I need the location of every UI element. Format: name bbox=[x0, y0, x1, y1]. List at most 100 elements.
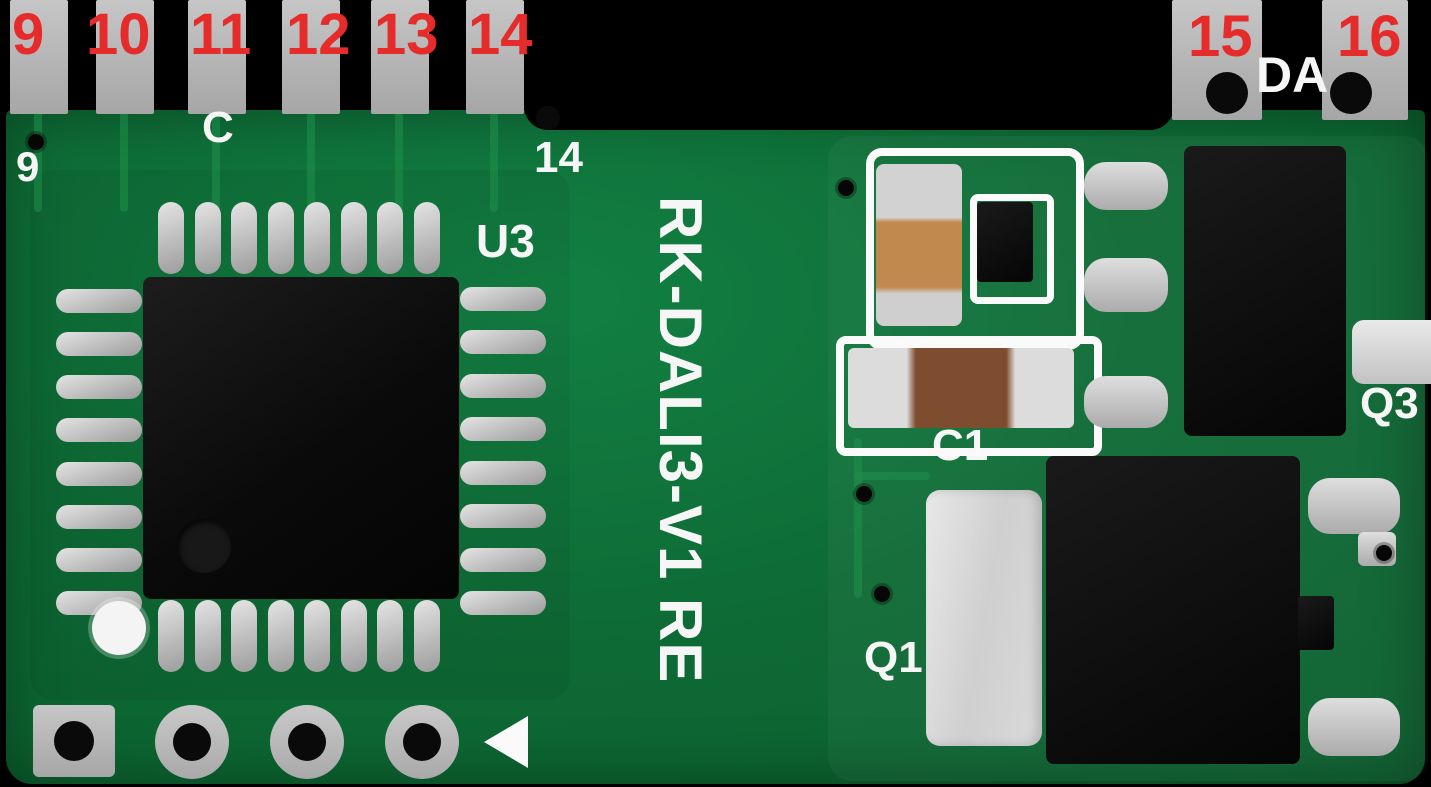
silkscreen-u3-label: U3 bbox=[476, 215, 535, 267]
ic-u3-body bbox=[143, 277, 459, 599]
solder-pad bbox=[1084, 258, 1168, 312]
ic-pin bbox=[56, 504, 142, 529]
ic-pin bbox=[460, 547, 546, 572]
board-edge-cutout bbox=[524, 0, 1174, 130]
edge-solder-pad bbox=[1352, 320, 1431, 384]
bottom-pad-hole bbox=[54, 721, 94, 761]
ic-pin-column-left bbox=[56, 289, 142, 615]
bottom-pad-hole bbox=[288, 723, 326, 761]
transistor-q3-body bbox=[1184, 146, 1346, 436]
ic-pin bbox=[413, 202, 440, 274]
pin-number-label-10: 10 bbox=[86, 2, 151, 67]
ic-pin bbox=[194, 600, 221, 672]
silkscreen-c-label: C bbox=[202, 103, 234, 152]
smd-chip-component bbox=[977, 202, 1033, 282]
ic-pin bbox=[231, 202, 258, 274]
pcb-trace bbox=[212, 112, 220, 212]
ic-pin-row-top bbox=[158, 202, 440, 274]
solder-pad bbox=[1084, 162, 1168, 210]
ic-pin-row-bottom bbox=[158, 600, 440, 672]
via-hole bbox=[856, 486, 872, 502]
ic-pin bbox=[158, 600, 184, 672]
ic-pin bbox=[340, 600, 367, 672]
ic-pin bbox=[231, 600, 258, 672]
ic-pin bbox=[460, 373, 546, 398]
component-lead-tab bbox=[1298, 596, 1334, 650]
ic-pin bbox=[340, 202, 367, 274]
ic-pin bbox=[377, 600, 404, 672]
ic-pin bbox=[460, 287, 546, 311]
ic-pin bbox=[377, 202, 404, 274]
ic-pin bbox=[267, 202, 294, 274]
pcb-trace bbox=[854, 472, 930, 480]
capacitor-tan-body bbox=[876, 164, 962, 326]
pin-number-label-14: 14 bbox=[468, 2, 533, 67]
edge-pad-10 bbox=[96, 0, 154, 114]
pad-16-drill-hole bbox=[1330, 72, 1372, 114]
ic-pin bbox=[460, 504, 546, 529]
ic-pin bbox=[460, 330, 546, 355]
via-hole bbox=[1376, 545, 1392, 561]
ic-pin bbox=[56, 289, 142, 313]
edge-pad-11 bbox=[188, 0, 246, 114]
bottom-pad-hole bbox=[173, 723, 211, 761]
ic-pin bbox=[56, 418, 142, 443]
bottom-pad-hole bbox=[403, 723, 441, 761]
edge-pad-13 bbox=[371, 0, 429, 114]
ic-pin bbox=[460, 460, 546, 485]
ic-pin bbox=[56, 461, 142, 486]
pcb-trace bbox=[395, 112, 403, 212]
solder-pad bbox=[1308, 698, 1400, 756]
ic-pin bbox=[413, 600, 440, 672]
silkscreen-pin14-label: 14 bbox=[534, 133, 583, 182]
ic-pin bbox=[56, 332, 142, 357]
pin-number-label-15: 15 bbox=[1188, 4, 1253, 69]
silkscreen-pin9-label: 9 bbox=[16, 143, 40, 190]
edge-drill-hole bbox=[536, 106, 560, 130]
via-hole bbox=[838, 180, 854, 196]
bottom-pad-round bbox=[270, 705, 344, 779]
transistor-q1-body bbox=[1046, 456, 1300, 764]
ic-pin bbox=[194, 202, 221, 274]
pin-number-label-16: 16 bbox=[1337, 4, 1402, 69]
pin-number-label-11: 11 bbox=[190, 2, 252, 67]
silkscreen-board-title: RK-DALI3-V1 RE bbox=[647, 196, 714, 684]
silkscreen-q3-label: Q3 bbox=[1360, 379, 1419, 428]
ic-pin bbox=[460, 590, 546, 615]
ic-pin bbox=[56, 547, 142, 572]
solder-pad bbox=[1308, 478, 1400, 534]
capacitor-c1-body bbox=[848, 348, 1074, 428]
pcb-trace bbox=[34, 112, 42, 212]
mounting-hole bbox=[92, 601, 146, 655]
edge-pad-14 bbox=[466, 0, 524, 114]
silkscreen-da-label: DA bbox=[1256, 47, 1329, 103]
ic-pin bbox=[304, 202, 331, 274]
pin-number-label-13: 13 bbox=[374, 2, 439, 67]
pcb-trace bbox=[120, 112, 128, 212]
solder-pad bbox=[1084, 376, 1168, 428]
ic-pin-column-right bbox=[460, 287, 546, 615]
silkscreen-q1-label: Q1 bbox=[864, 633, 923, 682]
bottom-pad-round bbox=[155, 705, 229, 779]
component-q1-white-body bbox=[926, 490, 1042, 746]
ic-pin bbox=[158, 202, 184, 274]
ic-pin1-marker bbox=[177, 519, 231, 573]
ic-pin bbox=[56, 375, 142, 400]
pcb-trace bbox=[854, 438, 862, 598]
edge-pad-9 bbox=[10, 0, 68, 114]
ic-pin bbox=[304, 600, 331, 672]
ic-pin bbox=[460, 417, 546, 442]
pad-15-drill-hole bbox=[1206, 72, 1248, 114]
via-hole bbox=[874, 586, 890, 602]
pcb-trace bbox=[490, 112, 498, 212]
pcb-trace bbox=[307, 112, 315, 212]
silkscreen-component-outline bbox=[866, 148, 1084, 350]
silkscreen-c1-label: C1 bbox=[932, 421, 989, 470]
bottom-pad-round bbox=[385, 705, 459, 779]
pin-number-label-12: 12 bbox=[286, 2, 351, 67]
via-hole bbox=[28, 134, 44, 150]
silkscreen-arrow-marker bbox=[484, 716, 528, 768]
pin-number-label-9: 9 bbox=[12, 2, 45, 67]
silkscreen-component-outline bbox=[970, 194, 1054, 304]
